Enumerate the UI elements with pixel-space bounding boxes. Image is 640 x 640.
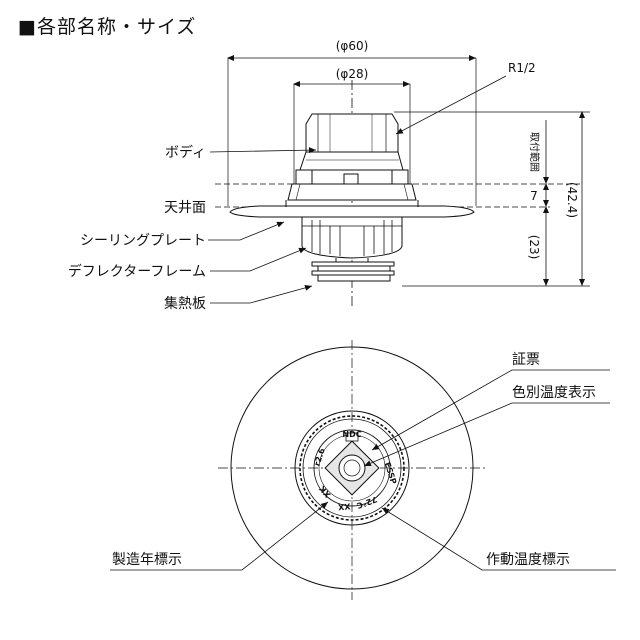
mount-range-label: 取付範囲 <box>528 132 541 172</box>
dim-thread-label: R1/2 <box>508 61 536 75</box>
label-body: ボディ <box>165 144 206 161</box>
heat-plate-ring <box>313 429 391 507</box>
mark-xx: XX <box>337 501 351 511</box>
dim-inner-label: (φ28) <box>336 67 369 81</box>
label-operating-temp: 作動温度標示 <box>486 552 570 568</box>
side-view <box>208 55 590 308</box>
sealing-plate <box>229 205 475 218</box>
bottom-view <box>110 340 616 600</box>
dim-total-label: (42.4) <box>565 182 579 218</box>
deflector-frame <box>301 216 403 259</box>
dim-mount-depth-label: 7 <box>530 189 538 203</box>
color-temp-circle <box>338 454 366 482</box>
leader-year-mark <box>110 501 329 571</box>
label-deflector-frame: デフレクターフレーム <box>68 263 206 280</box>
leader-sealing-plate <box>208 221 285 241</box>
mark-ndc: NDC <box>342 430 361 439</box>
label-certificate: 証票 <box>512 352 540 368</box>
body-shape <box>299 113 404 171</box>
section-title: ■各部名称・サイズ <box>18 16 197 38</box>
leader-body <box>209 147 317 154</box>
heat-plate <box>317 274 391 282</box>
label-sealing-plate: シーリングプレート <box>80 233 206 249</box>
leader-certificate <box>371 369 610 451</box>
label-ceiling: 天井面 <box>164 200 206 216</box>
deflector-ring-outer <box>294 410 410 526</box>
leader-thread <box>395 75 507 135</box>
body-tab <box>343 173 359 185</box>
leader-operating-temp <box>381 507 616 571</box>
leader-heat-plate <box>210 284 313 304</box>
label-year-mark: 製造年標示 <box>112 552 182 568</box>
leader-color-temp <box>363 402 610 467</box>
leader-deflector <box>210 247 307 272</box>
dim-lower-label: (23) <box>527 235 541 260</box>
dim-outer-label: (φ60) <box>336 39 369 53</box>
label-color-temp: 色別温度表示 <box>512 384 596 401</box>
label-heat-plate: 集熱板 <box>164 295 206 312</box>
